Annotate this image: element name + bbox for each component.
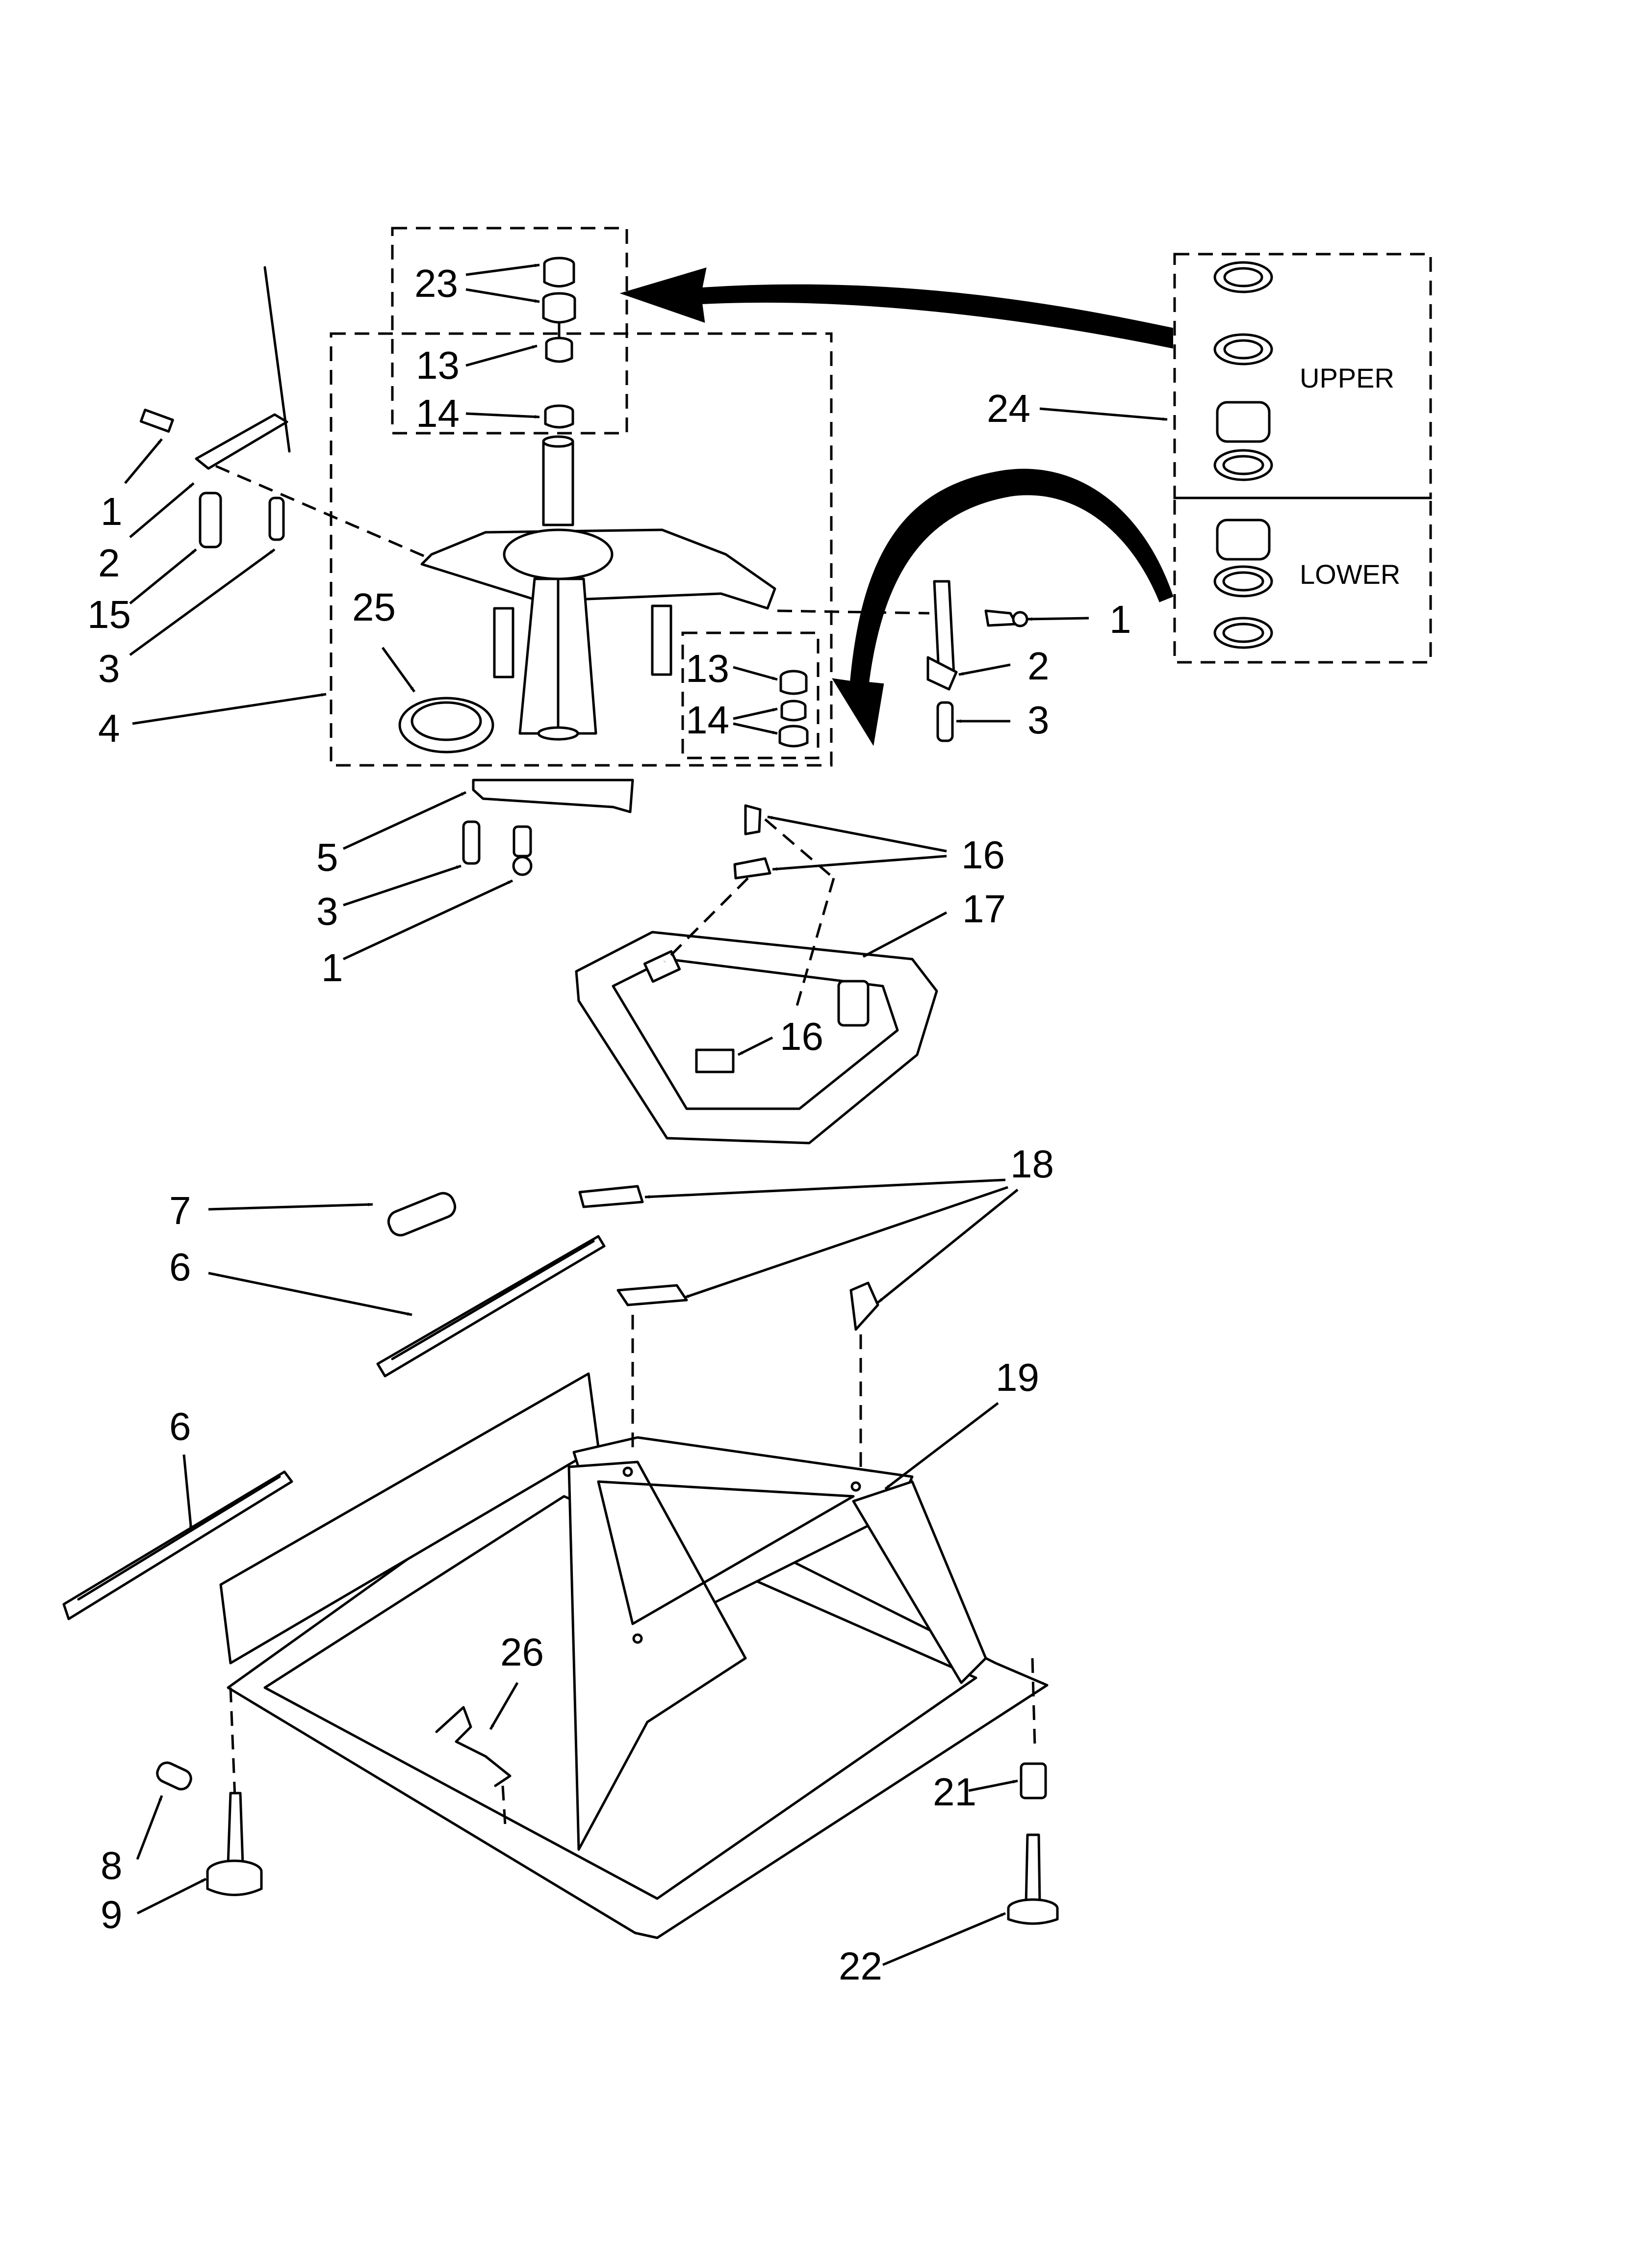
bearing-kit-lower-box — [1173, 496, 1432, 664]
callout-9: 9 — [101, 1893, 123, 1936]
callout-4: 4 — [98, 706, 120, 750]
callout-15: 15 — [87, 593, 131, 636]
bearing-kit-upper-parts — [1213, 261, 1273, 481]
callout-6-lower: 6 — [169, 1405, 191, 1448]
callout-3-right: 3 — [1027, 698, 1050, 742]
callout-24: 24 — [987, 387, 1030, 430]
guide-line-leg-left — [229, 1687, 237, 1811]
callout-25: 25 — [352, 585, 396, 629]
callout-2-right: 2 — [1027, 644, 1050, 688]
kit-label-upper: UPPER — [1300, 363, 1394, 393]
callout-5: 5 — [316, 835, 338, 879]
leader-lines — [124, 263, 1168, 1966]
gearcase-mount-assembly — [420, 435, 776, 741]
callout-3-bottom: 3 — [316, 889, 338, 933]
callout-17: 17 — [962, 887, 1006, 931]
callout-23: 23 — [414, 261, 458, 305]
bearing-kit-lower-parts — [1213, 519, 1273, 649]
callout-21: 21 — [933, 1770, 976, 1814]
clips-18 — [578, 1185, 879, 1331]
callout-22: 22 — [839, 1944, 882, 1988]
upper-snubber-stack — [542, 257, 576, 429]
bearing-kit-upper-box — [1173, 253, 1432, 499]
big-arrow-lower — [832, 469, 1174, 746]
callout-26: 26 — [500, 1630, 544, 1674]
callout-6-upper: 6 — [169, 1245, 191, 1289]
callout-2-left: 2 — [98, 541, 120, 585]
spring-clip-7 — [387, 1192, 457, 1237]
upper-snubber-group-box — [391, 227, 628, 435]
lower-snubber-group-box — [681, 631, 820, 759]
callout-18: 18 — [1010, 1142, 1054, 1186]
gearcase-mount-group-box — [330, 332, 833, 767]
wire-clip-26 — [435, 1706, 512, 1787]
base-frame — [219, 1372, 1049, 1939]
callout-14-lower: 14 — [686, 698, 729, 742]
callout-14-upper: 14 — [416, 391, 460, 435]
left-suspension-bracket — [139, 266, 432, 561]
leg-left — [156, 1761, 263, 1896]
guide-line-leg-right — [1031, 1658, 1036, 1747]
right-suspension-bracket — [777, 580, 1028, 742]
brace-6-lower — [62, 1470, 293, 1620]
callout-1-right: 1 — [1109, 598, 1131, 641]
brace-6-upper — [376, 1235, 606, 1378]
callout-13-upper: 13 — [416, 343, 460, 387]
bottom-bracket — [462, 779, 634, 876]
callout-1-bottom: 1 — [321, 946, 343, 990]
lower-snubber-stack — [778, 670, 809, 748]
callout-1-left: 1 — [101, 490, 123, 533]
kit-label-lower: LOWER — [1300, 559, 1400, 590]
callout-7: 7 — [169, 1189, 191, 1232]
leg-right — [1007, 1762, 1059, 1925]
callout-13-lower: 13 — [686, 647, 729, 690]
top-frame-plate — [575, 804, 938, 1145]
callout-19: 19 — [996, 1356, 1039, 1399]
callout-3-left: 3 — [98, 647, 120, 690]
callout-16-frame: 16 — [780, 1015, 823, 1058]
callout-8: 8 — [101, 1844, 123, 1887]
seal-ring — [398, 697, 494, 754]
callout-16-top: 16 — [961, 833, 1005, 877]
big-arrow-upper — [619, 267, 1173, 349]
